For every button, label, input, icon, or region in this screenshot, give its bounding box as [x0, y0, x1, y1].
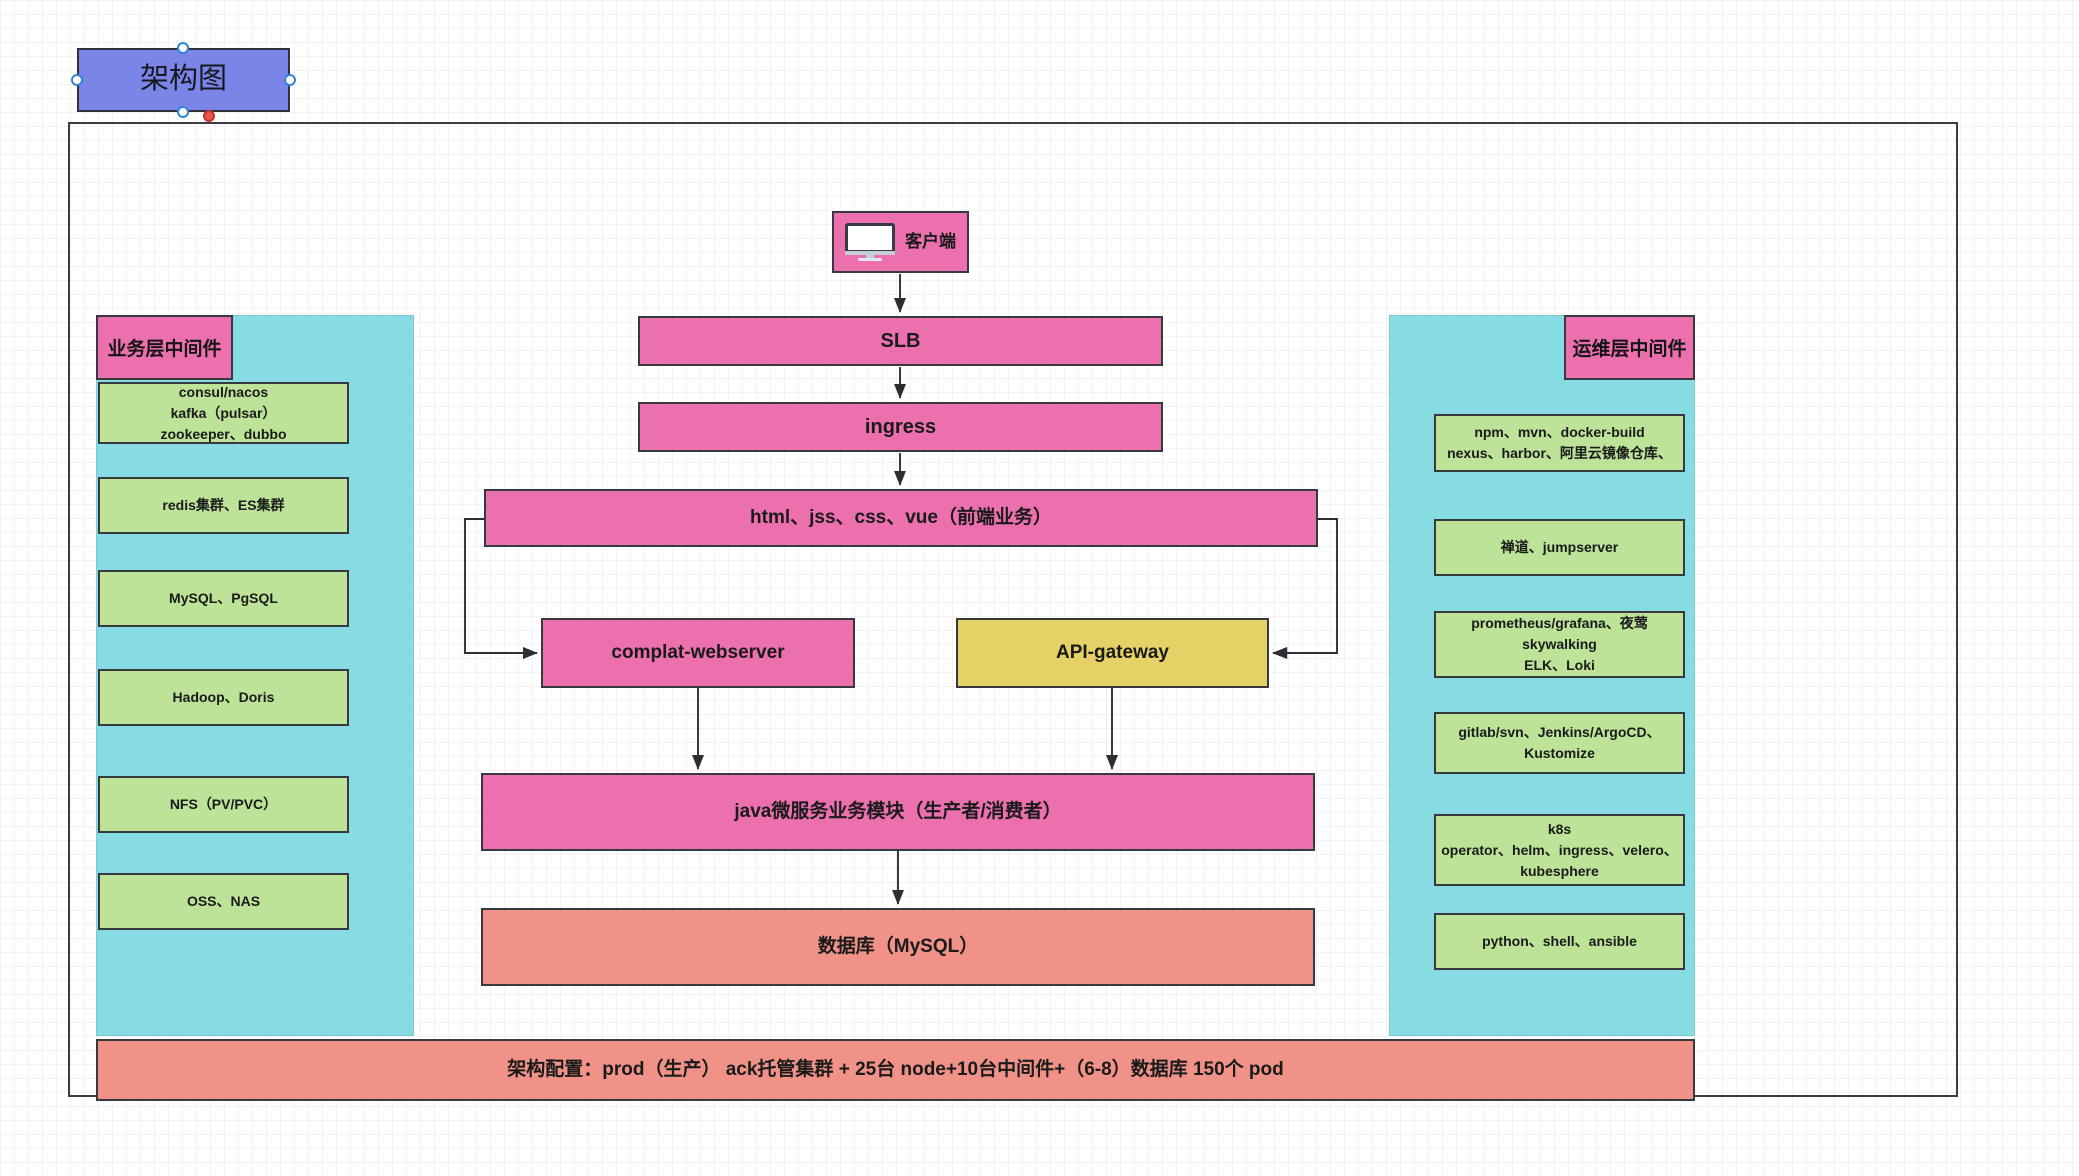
middleware-card-nfs[interactable]: NFS（PV/PVC） — [98, 776, 349, 833]
database-node[interactable]: 数据库（MySQL） — [481, 908, 1315, 986]
middleware-card-npm-mvn[interactable]: npm、mvn、docker-build nexus、harbor、阿里云镜像仓… — [1434, 414, 1685, 472]
page-title[interactable]: 架构图 — [77, 48, 290, 112]
frontend-node[interactable]: html、jss、css、vue（前端业务） — [484, 489, 1318, 547]
client-label: 客户端 — [905, 231, 956, 251]
selection-handle-bottom[interactable] — [177, 106, 189, 118]
monitor-icon — [845, 223, 895, 261]
ingress-node[interactable]: ingress — [638, 402, 1163, 452]
middleware-card-redis-es[interactable]: redis集群、ES集群 — [98, 477, 349, 534]
ops-middleware-label[interactable]: 运维层中间件 — [1564, 315, 1695, 380]
selection-handle-left[interactable] — [71, 74, 83, 86]
business-middleware-label[interactable]: 业务层中间件 — [96, 315, 233, 380]
architecture-config-banner[interactable]: 架构配置：prod（生产） ack托管集群 + 25台 node+10台中间件+… — [96, 1039, 1695, 1101]
middleware-card-hadoop-doris[interactable]: Hadoop、Doris — [98, 669, 349, 726]
middleware-card-python-shell[interactable]: python、shell、ansible — [1434, 913, 1685, 970]
middleware-card-prometheus[interactable]: prometheus/grafana、夜莺 skywalking ELK、Lok… — [1434, 611, 1685, 678]
api-gateway-node[interactable]: API-gateway — [956, 618, 1269, 688]
middleware-card-k8s[interactable]: k8s operator、helm、ingress、velero、 kubesp… — [1434, 814, 1685, 886]
client-node[interactable]: 客户端 — [832, 211, 969, 273]
middleware-card-gitlab[interactable]: gitlab/svn、Jenkins/ArgoCD、 Kustomize — [1434, 712, 1685, 774]
microservice-node[interactable]: java微服务业务模块（生产者/消费者） — [481, 773, 1315, 851]
selection-handle-rotate[interactable] — [203, 110, 215, 122]
middleware-card-mysql-pgsql[interactable]: MySQL、PgSQL — [98, 570, 349, 627]
middleware-card-zentao[interactable]: 禅道、jumpserver — [1434, 519, 1685, 576]
middleware-card-consul-nacos[interactable]: consul/nacos kafka（pulsar） zookeeper、dub… — [98, 382, 349, 444]
selection-handle-right[interactable] — [284, 74, 296, 86]
slb-node[interactable]: SLB — [638, 316, 1163, 366]
selection-handle-top[interactable] — [177, 42, 189, 54]
webserver-node[interactable]: complat-webserver — [541, 618, 855, 688]
middleware-card-oss-nas[interactable]: OSS、NAS — [98, 873, 349, 930]
